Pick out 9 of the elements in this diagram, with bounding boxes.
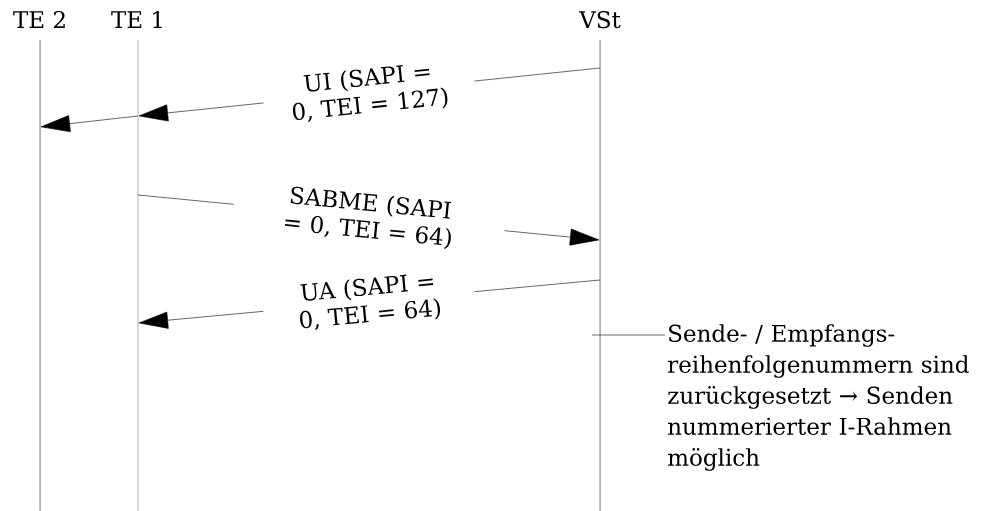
edge-label: UA (SAPI = 0, TEI = 64) xyxy=(261,266,477,337)
leader-line xyxy=(591,334,666,336)
lifeline: VSt xyxy=(579,10,621,511)
message-arrow xyxy=(40,115,139,133)
note-text: Sende- / Empfangs- reihenfolgenummern sind zurückgesetzt → Senden nummerierter I-Rahmen möglich xyxy=(668,324,969,471)
lifeline: TE 2 xyxy=(13,10,65,511)
edge-label: SABME (SAPI = 0, TEI = 64) xyxy=(231,179,507,256)
lifeline: TE 1 xyxy=(111,10,162,511)
edge-label: UI (SAPI = 0, TEI = 127) xyxy=(261,56,477,128)
